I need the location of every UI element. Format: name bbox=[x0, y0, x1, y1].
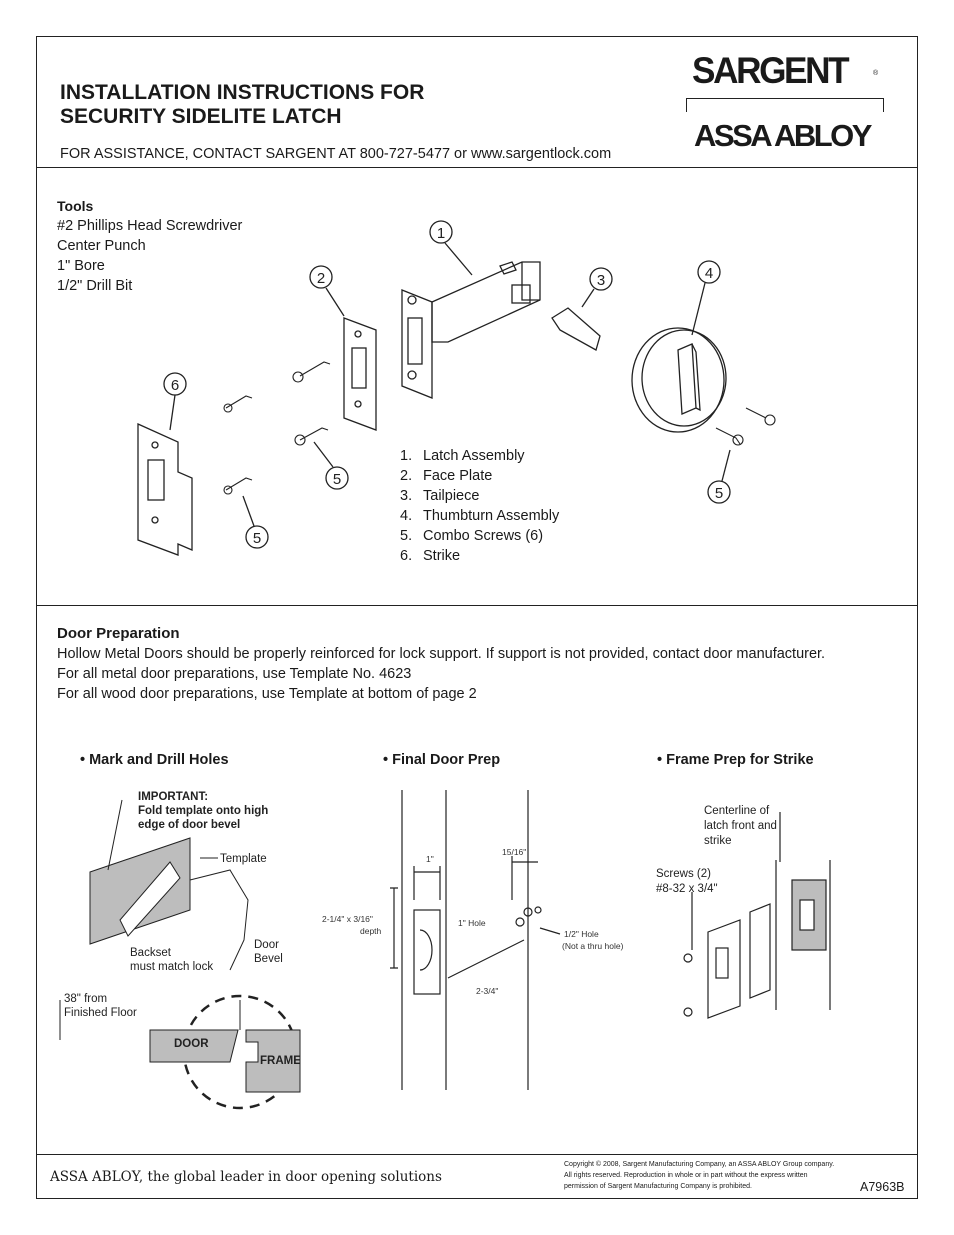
hole-label: 1" Hole bbox=[458, 918, 486, 928]
callout-5c bbox=[707, 480, 731, 504]
parts-item: 2.Face Plate bbox=[400, 468, 493, 484]
backset-label: must match lock bbox=[130, 961, 213, 973]
floor-label: Finished Floor bbox=[64, 1007, 137, 1019]
frame-label: FRAME bbox=[260, 1055, 301, 1067]
step-mark-heading: • Mark and Drill Holes bbox=[80, 752, 229, 768]
header-divider bbox=[36, 167, 918, 168]
floor-label: 38" from bbox=[64, 993, 107, 1005]
dim-label: 1" bbox=[426, 854, 434, 864]
door-prep-line: For all wood door preparations, use Temp… bbox=[57, 686, 477, 702]
exploded-parts-diagram: 1 2 3 4 5 5 5 6 bbox=[137, 220, 776, 556]
important-text: Fold template onto high bbox=[138, 805, 268, 817]
copyright-notice: Copyright © 2008, Sargent Manufacturing … bbox=[564, 1161, 835, 1190]
step-frame-heading: • Frame Prep for Strike bbox=[657, 752, 814, 768]
half-hole-label: (Not a thru hole) bbox=[562, 941, 624, 951]
callout-label: 2 bbox=[317, 270, 325, 287]
parts-item: 6.Strike bbox=[400, 548, 461, 564]
logo-bracket bbox=[686, 98, 884, 112]
door-prep-line: For all metal door preparations, use Tem… bbox=[57, 666, 412, 682]
assa-abloy-logo: ASSA ABLOY bbox=[694, 118, 872, 153]
centerline-label: strike bbox=[704, 835, 731, 847]
footer-tagline: ASSA ABLOY, the global leader in door op… bbox=[50, 1169, 442, 1185]
page-title: INSTALLATION INSTRUCTIONS FOR SECURITY S… bbox=[60, 81, 424, 129]
screws-label: #8-32 x 3/4" bbox=[656, 883, 718, 895]
callout-label: 5 bbox=[333, 471, 341, 488]
dim-label: 2-3/4" bbox=[476, 986, 498, 996]
callout-label: 6 bbox=[171, 377, 179, 394]
centerline-label: latch front and bbox=[704, 820, 777, 832]
dim-label: 15/16" bbox=[502, 847, 526, 857]
tools-list: Tools #2 Phillips Head Screwdriver Cente… bbox=[57, 196, 242, 296]
parts-item: 1.Latch Assembly bbox=[400, 448, 525, 464]
callout-label: 5 bbox=[253, 530, 261, 547]
screws-label: Screws (2) bbox=[656, 868, 711, 880]
callout-5b bbox=[245, 525, 269, 549]
important-text: edge of door bevel bbox=[138, 819, 240, 831]
footer-divider bbox=[36, 1154, 918, 1155]
page-border bbox=[36, 36, 918, 1199]
title-line-1: INSTALLATION INSTRUCTIONS FOR bbox=[60, 81, 425, 104]
step-final-heading: • Final Door Prep bbox=[383, 752, 501, 768]
bevel-label: Door bbox=[254, 939, 279, 951]
door-prep-section: Door Preparation Hollow Metal Doors shou… bbox=[57, 624, 917, 704]
registered-mark: ® bbox=[873, 70, 879, 77]
parts-item: 5.Combo Screws (6) bbox=[400, 528, 544, 544]
backset-label: Backset bbox=[130, 947, 172, 959]
sargent-logo: SARGENT bbox=[692, 50, 850, 91]
title-line-2: SECURITY SIDELITE LATCH bbox=[60, 105, 342, 128]
tool-item: 1/2" Drill Bit bbox=[57, 278, 133, 294]
callout-2 bbox=[309, 265, 333, 289]
callout-1 bbox=[429, 220, 453, 244]
callout-label: 4 bbox=[705, 265, 713, 282]
callout-label: 3 bbox=[597, 272, 605, 289]
bevel-label: Bevel bbox=[254, 953, 283, 965]
tool-item: 1" Bore bbox=[57, 258, 105, 274]
half-hole-label: 1/2" Hole bbox=[564, 929, 599, 939]
callout-label: 5 bbox=[715, 485, 723, 502]
tool-item: Center Punch bbox=[57, 238, 146, 254]
parts-item: 4.Thumbturn Assembly bbox=[400, 508, 560, 524]
depth-label: 2-1/4" x 3/16" bbox=[322, 914, 373, 924]
callout-3 bbox=[589, 267, 613, 291]
callout-4 bbox=[697, 260, 721, 284]
depth-label: depth bbox=[360, 926, 382, 936]
parts-item: 3.Tailpiece bbox=[400, 488, 480, 504]
contact-info: FOR ASSISTANCE, CONTACT SARGENT AT 800-7… bbox=[60, 146, 612, 162]
door-prep-heading: Door Preparation bbox=[57, 625, 180, 642]
callout-5a bbox=[325, 466, 349, 490]
centerline-label: Centerline of bbox=[704, 805, 770, 817]
tool-item: #2 Phillips Head Screwdriver bbox=[57, 218, 243, 234]
door-label: DOOR bbox=[174, 1038, 209, 1050]
callout-label: 1 bbox=[437, 225, 445, 242]
tools-heading: Tools bbox=[57, 198, 94, 214]
parts-list: 1.Latch Assembly 2.Face Plate 3.Tailpiec… bbox=[400, 446, 559, 566]
door-prep-line: Hollow Metal Doors should be properly re… bbox=[57, 646, 826, 662]
section-divider bbox=[36, 605, 918, 606]
important-label: IMPORTANT: bbox=[138, 791, 208, 803]
document-number: A7963B bbox=[860, 1180, 905, 1194]
template-label: Template bbox=[220, 853, 267, 865]
